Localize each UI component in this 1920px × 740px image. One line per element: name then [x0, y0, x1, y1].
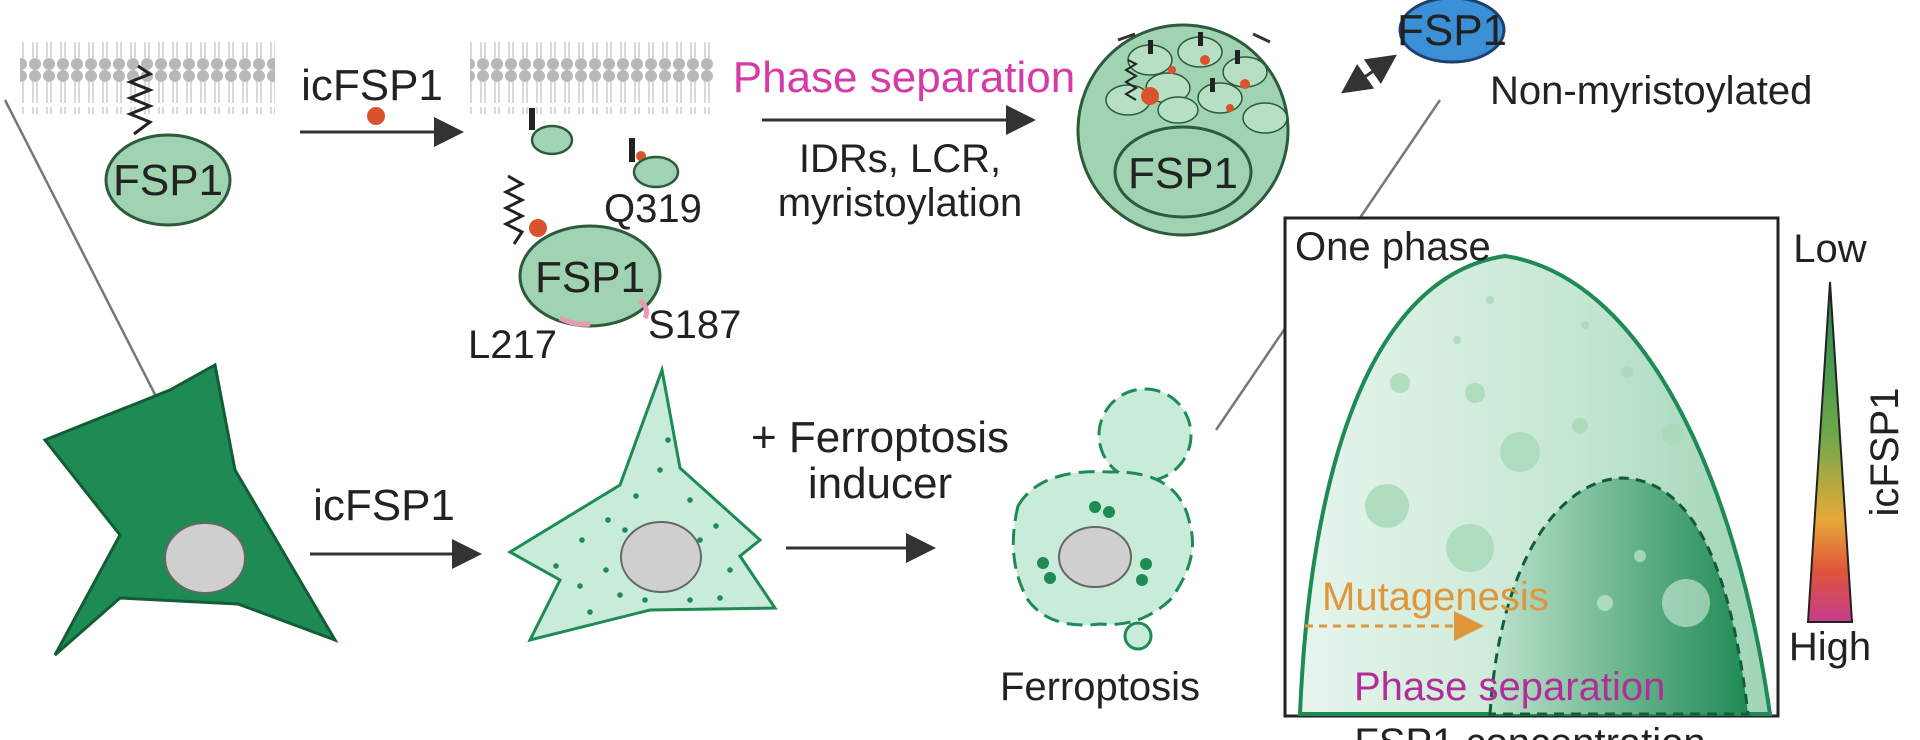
myristoyl-anchor-icon [125, 64, 155, 136]
membrane-icon [470, 42, 715, 114]
residue-q319: Q319 [604, 187, 702, 231]
inhibitor-dot-icon [529, 219, 547, 237]
fsp1-small-protein [632, 155, 680, 189]
phase-separation-label-diagram: Phase separation [1354, 665, 1665, 709]
fsp1-free-protein [1398, 0, 1506, 64]
fsp1-protein-membrane [104, 133, 232, 227]
ferroptotic-cell-icon [1011, 387, 1194, 651]
scale-high-label: High [1789, 625, 1871, 669]
fsp1-label-membrane: FSP1 [113, 156, 223, 205]
fsp1-label-bound: FSP1 [535, 253, 645, 302]
connector-line [3, 99, 170, 421]
cell-icon-treated [507, 364, 778, 643]
icfsp1-label-top: icFSP1 [301, 61, 443, 110]
membrane-icon [20, 42, 275, 114]
binding-site-patch [638, 298, 650, 320]
myristoyl-anchor-icon [502, 174, 526, 245]
residue-s187: S187 [648, 303, 741, 347]
cell-icon-untreated [42, 362, 339, 657]
inducer-line1: + Ferroptosis [751, 413, 1009, 462]
drivers-line1: IDRs, LCR, [799, 137, 1001, 181]
icfsp1-label-bottom: icFSP1 [313, 481, 455, 530]
exchange-arrow-icon [1341, 54, 1397, 94]
non-myristoylated-label: Non-myristoylated [1490, 69, 1812, 113]
fsp1-small-protein [530, 124, 574, 156]
inducer-line2: inducer [808, 459, 952, 508]
scale-low-label: Low [1793, 227, 1866, 271]
ferroptosis-label: Ferroptosis [1000, 665, 1200, 709]
condensate-droplet-icon [1076, 23, 1290, 237]
binding-site-patch [558, 315, 591, 327]
mutagenesis-label: Mutagenesis [1322, 575, 1549, 619]
one-phase-label: One phase [1295, 225, 1491, 269]
nucleus-icon [164, 522, 246, 594]
fsp1-label-condensate: FSP1 [1128, 149, 1238, 198]
residue-l217: L217 [468, 323, 557, 367]
phase-diagram [1283, 216, 1780, 718]
x-axis-label: FSP1 concentration [1354, 721, 1705, 740]
fsp1-label-free: FSP1 [1397, 6, 1507, 55]
myristoyl-stub-icon [529, 108, 535, 130]
phase-separation-label-top: Phase separation [733, 53, 1075, 102]
scale-axis-label: icFSP1 [1863, 388, 1907, 517]
myristoyl-stub-icon [629, 138, 635, 162]
gradient-triangle-icon [1806, 281, 1854, 623]
inhibitor-dot-icon [367, 107, 385, 125]
drivers-line2: myristoylation [778, 181, 1023, 225]
